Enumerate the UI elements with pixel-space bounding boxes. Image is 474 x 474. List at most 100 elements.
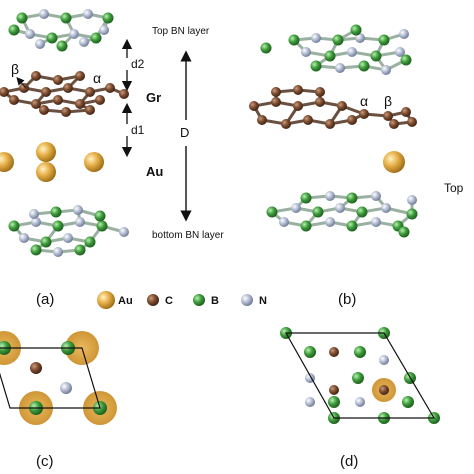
boron-atom xyxy=(406,208,418,220)
nitrogen-atom xyxy=(335,203,345,213)
carbon-atom xyxy=(9,95,19,105)
boron-atom xyxy=(304,346,316,358)
nitrogen-atom xyxy=(29,209,39,219)
carbon-atom xyxy=(61,107,71,117)
boron-atom xyxy=(94,210,106,222)
nitrogen-atom xyxy=(69,29,79,39)
carbon-atom xyxy=(75,99,85,109)
carbon-atom xyxy=(85,105,95,115)
au-atom xyxy=(36,162,56,182)
carbon-atom xyxy=(347,115,357,125)
boron-atom xyxy=(312,206,324,218)
boron-atom xyxy=(288,34,300,46)
nitrogen-atom xyxy=(39,9,49,19)
boron-atom xyxy=(346,220,358,232)
carbon-atom xyxy=(293,85,303,95)
nitrogen-atom xyxy=(355,33,365,43)
carbon-atom xyxy=(31,99,41,109)
legend-b-label: B xyxy=(211,295,219,307)
carbon-atom xyxy=(325,119,335,129)
nitrogen-atom xyxy=(379,355,389,365)
boron-atom xyxy=(350,24,362,36)
carbon-atom xyxy=(63,83,73,93)
boron-atom xyxy=(352,372,364,384)
legend-n-swatch xyxy=(241,294,253,306)
nitrogen-atom xyxy=(355,397,365,407)
carbon-atom xyxy=(257,115,267,125)
boron-atom xyxy=(378,34,390,46)
alpha-label-b: α xyxy=(360,93,368,109)
carbon-atom xyxy=(329,347,339,357)
carbon-atom xyxy=(105,83,115,93)
nitrogen-atom xyxy=(399,29,409,39)
boron-atom xyxy=(90,32,102,44)
legend-au-label: Au xyxy=(118,295,133,307)
boron-atom xyxy=(84,236,96,248)
carbon-atom xyxy=(379,385,389,395)
au-atom xyxy=(0,152,14,172)
boron-atom xyxy=(52,220,64,232)
legend: Au C B N xyxy=(97,291,267,309)
nitrogen-atom xyxy=(25,29,35,39)
boron-atom xyxy=(300,220,312,232)
carbon-atom xyxy=(271,87,281,97)
boron-atom xyxy=(402,396,414,408)
nitrogen-atom xyxy=(301,47,311,57)
carbon-atom xyxy=(85,87,95,97)
boron-atom xyxy=(8,24,20,36)
nitrogen-atom xyxy=(83,9,93,19)
gr-label: Gr xyxy=(146,90,161,105)
boron-atom xyxy=(30,244,42,256)
nitrogen-atom xyxy=(31,217,41,227)
carbon-atom xyxy=(271,97,281,107)
nitrogen-atom xyxy=(73,205,83,215)
carbon-atom xyxy=(281,119,291,129)
boron-atom xyxy=(358,60,370,72)
boron-atom xyxy=(398,226,410,238)
nitrogen-atom xyxy=(279,217,289,227)
boron-atom xyxy=(50,206,62,218)
boron-atom xyxy=(102,12,114,24)
carbon-atom xyxy=(19,83,29,93)
carbon-atom xyxy=(293,101,303,111)
alpha-label-a: α xyxy=(93,70,101,86)
legend-n-label: N xyxy=(259,295,267,307)
boron-atom xyxy=(60,12,72,24)
nitrogen-atom xyxy=(325,217,335,227)
au-atom xyxy=(36,142,56,162)
carbon-atom xyxy=(53,95,63,105)
panel-label-c: (c) xyxy=(36,453,54,470)
nitrogen-atom xyxy=(291,203,301,213)
carbon-atom xyxy=(95,95,105,105)
nitrogen-atom xyxy=(371,217,381,227)
boron-atom xyxy=(332,34,344,46)
boron-atom xyxy=(266,206,278,218)
carbon-atom xyxy=(31,71,41,81)
carbon-atom xyxy=(53,75,63,85)
nitrogen-atom xyxy=(53,247,63,257)
carbon-atom xyxy=(337,101,347,111)
nitrogen-atom xyxy=(347,47,357,57)
nitrogen-atom xyxy=(407,195,417,205)
unit-cell-d xyxy=(284,332,436,419)
au-atom xyxy=(84,152,104,172)
beta-label-b: β xyxy=(384,93,392,109)
carbon-atom xyxy=(0,87,9,97)
carbon-atom xyxy=(30,362,42,374)
au-label: Au xyxy=(146,164,163,179)
panel-label-d: (d) xyxy=(340,453,358,470)
boron-atom xyxy=(346,192,358,204)
boron-atom xyxy=(300,192,312,204)
nitrogen-atom xyxy=(381,65,391,75)
nitrogen-atom xyxy=(371,191,381,201)
nitrogen-atom xyxy=(60,382,72,394)
nitrogen-atom xyxy=(75,217,85,227)
boron-atom xyxy=(8,220,20,232)
boron-atom xyxy=(260,42,272,54)
boron-atom xyxy=(356,206,368,218)
carbon-atom xyxy=(329,385,339,395)
nitrogen-atom xyxy=(99,25,109,35)
d2-label: d2 xyxy=(131,57,145,71)
beta-arrow xyxy=(16,76,27,89)
